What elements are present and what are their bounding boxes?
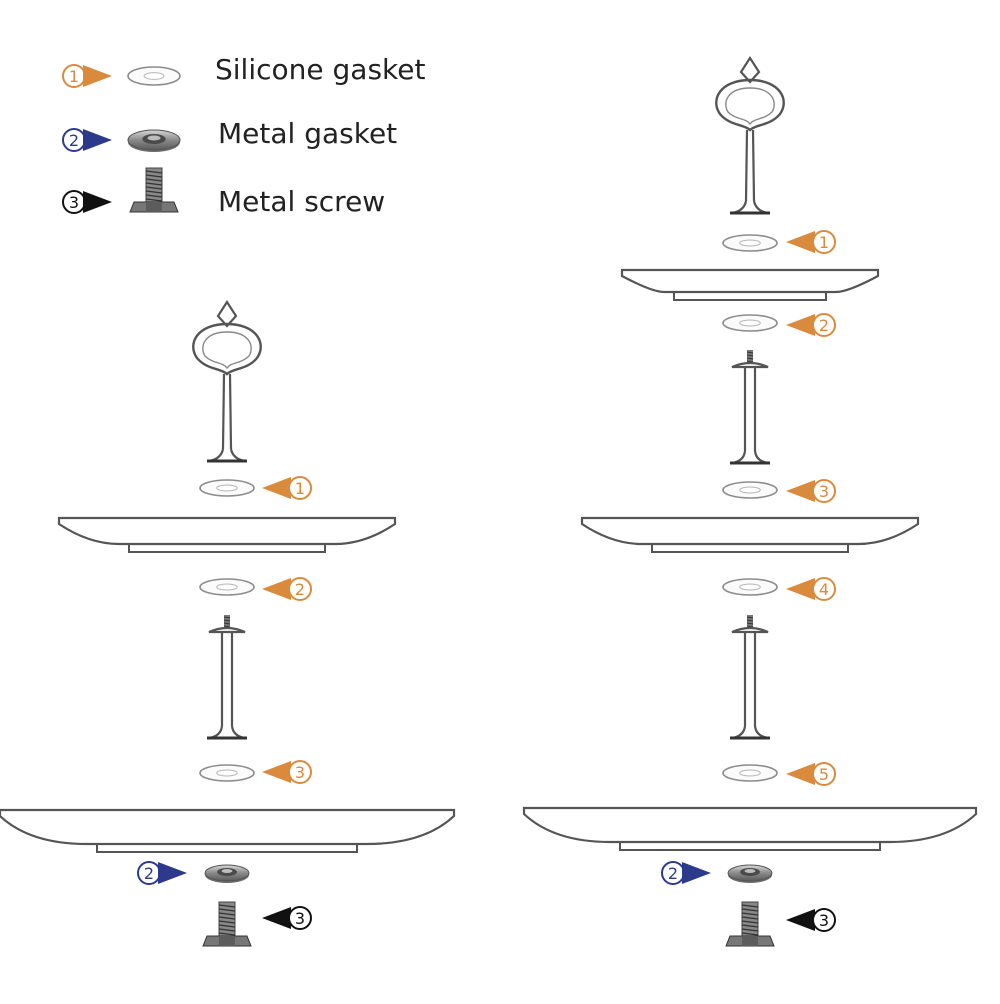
two-tier-top-handle-icon <box>192 299 262 463</box>
svg-text:3: 3 <box>819 482 829 501</box>
svg-text:2: 2 <box>668 864 678 883</box>
two-tier-callout-metal-gasket: 2 <box>137 861 187 885</box>
three-tier-callout-3: 3 <box>786 479 836 503</box>
two-tier-bottom-plate-icon <box>0 808 456 853</box>
three-tier-top-plate-icon <box>620 268 880 301</box>
two-tier-silicone-gasket-3-icon <box>199 764 255 782</box>
three-tier-callout-2: 2 <box>786 313 836 337</box>
svg-text:3: 3 <box>69 193 79 212</box>
three-tier-bottom-plate-icon <box>522 806 978 851</box>
two-tier-callout-1: 1 <box>262 476 312 500</box>
legend-marker-metal-screw: 3 <box>62 190 112 214</box>
two-tier-metal-gasket-icon <box>204 864 250 883</box>
svg-text:3: 3 <box>295 763 305 782</box>
three-tier-upper-column-icon <box>730 350 770 465</box>
three-tier-silicone-gasket-3-icon <box>722 481 778 499</box>
three-tier-silicone-gasket-5-icon <box>722 764 778 782</box>
svg-text:2: 2 <box>295 580 305 599</box>
legend-silicone-gasket-icon <box>127 66 181 86</box>
svg-text:5: 5 <box>819 765 829 784</box>
two-tier-metal-screw-icon <box>202 901 252 947</box>
two-tier-callout-2: 2 <box>262 577 312 601</box>
three-tier-silicone-gasket-4-icon <box>722 578 778 596</box>
three-tier-metal-gasket-icon <box>727 864 773 883</box>
two-tier-callout-metal-screw: 3 <box>262 906 312 930</box>
two-tier-silicone-gasket-2-icon <box>199 578 255 596</box>
legend-marker-metal-gasket: 2 <box>62 128 112 152</box>
two-tier-callout-3: 3 <box>262 760 312 784</box>
three-tier-silicone-gasket-1-icon <box>722 234 778 252</box>
legend-marker-silicone-gasket: 1 <box>62 64 112 88</box>
three-tier-silicone-gasket-2-icon <box>722 314 778 332</box>
three-tier-metal-screw-icon <box>725 901 775 947</box>
three-tier-callout-5: 5 <box>786 762 836 786</box>
legend-label-silicone-gasket: Silicone gasket <box>215 53 426 86</box>
svg-text:1: 1 <box>69 67 79 86</box>
legend-label-metal-screw: Metal screw <box>218 185 386 218</box>
legend-metal-gasket-icon <box>127 129 181 152</box>
two-tier-support-column-icon <box>207 615 247 740</box>
svg-text:4: 4 <box>819 580 829 599</box>
svg-text:2: 2 <box>144 864 154 883</box>
legend-label-metal-gasket: Metal gasket <box>218 117 398 150</box>
three-tier-callout-1: 1 <box>786 230 836 254</box>
svg-text:2: 2 <box>819 316 829 335</box>
two-tier-top-plate-icon <box>57 516 397 553</box>
two-tier-silicone-gasket-1-icon <box>199 479 255 497</box>
three-tier-callout-4: 4 <box>786 577 836 601</box>
three-tier-callout-metal-screw: 3 <box>786 908 836 932</box>
three-tier-middle-plate-icon <box>580 516 920 553</box>
three-tier-top-handle-icon <box>715 55 785 215</box>
svg-text:1: 1 <box>295 479 305 498</box>
svg-text:3: 3 <box>819 911 829 930</box>
legend-metal-screw-icon <box>129 167 179 213</box>
svg-text:3: 3 <box>295 909 305 928</box>
three-tier-lower-column-icon <box>730 615 770 740</box>
svg-text:1: 1 <box>819 233 829 252</box>
three-tier-callout-metal-gasket: 2 <box>661 861 711 885</box>
svg-text:2: 2 <box>69 131 79 150</box>
